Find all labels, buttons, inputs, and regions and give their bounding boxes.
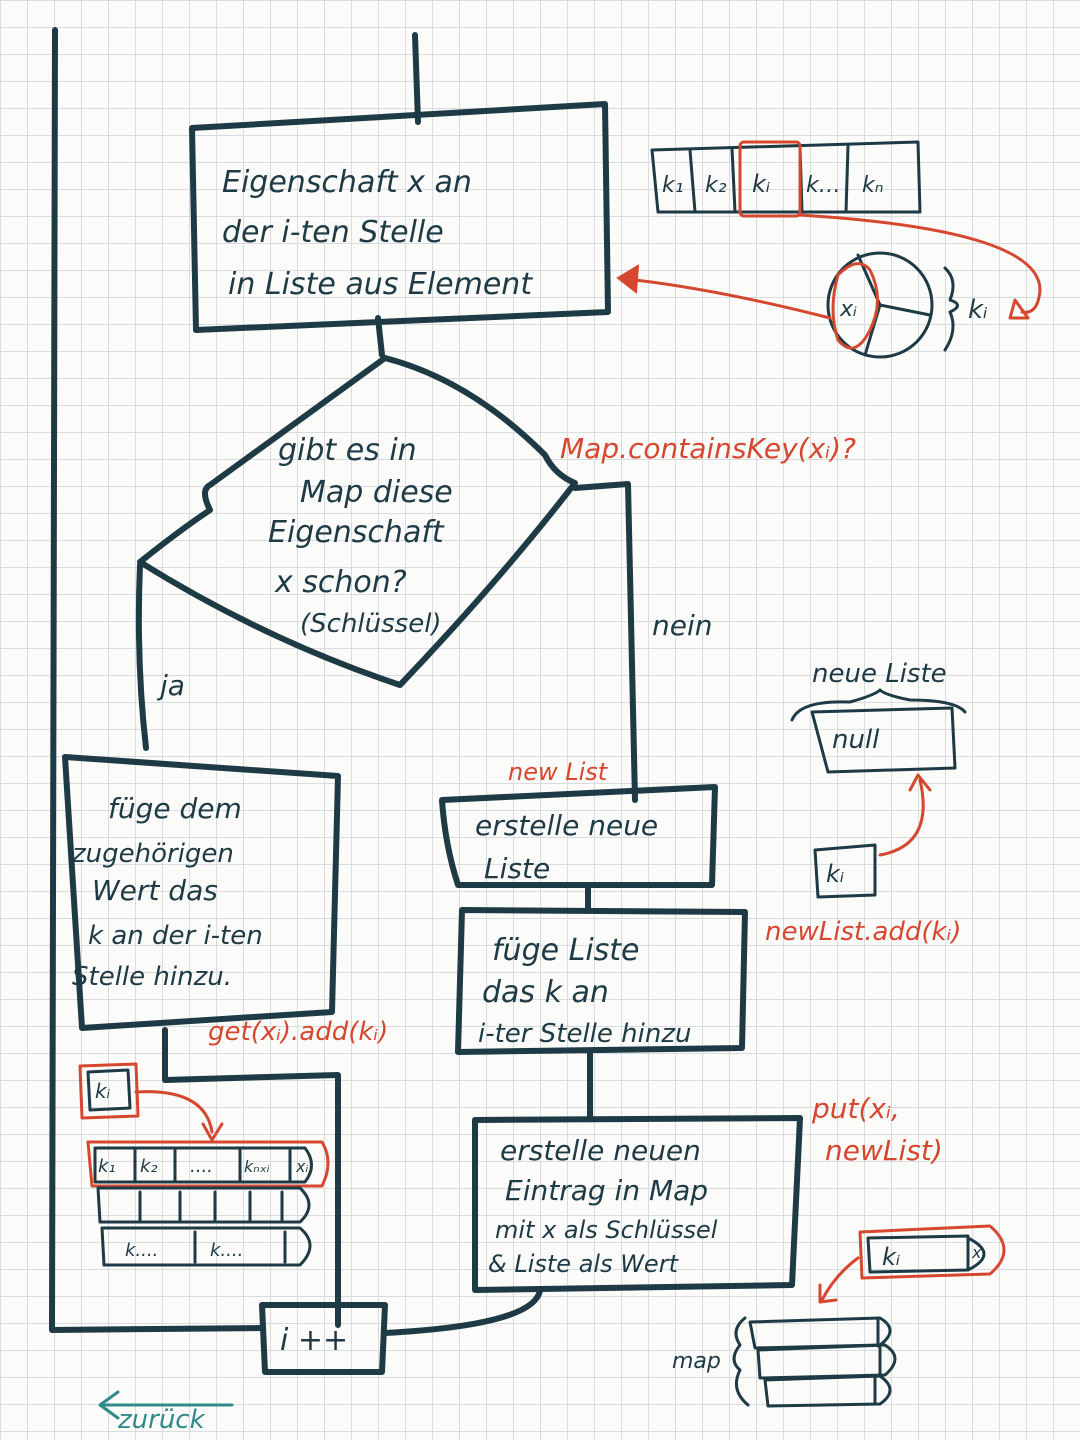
svg-text:füge dem: füge dem (108, 792, 242, 825)
svg-text:erstelle neuen: erstelle neuen (500, 1134, 701, 1167)
brace-label: kᵢ (968, 295, 988, 325)
no-branch-line (572, 481, 638, 803)
put-to-map-arrow (818, 1256, 860, 1304)
map-label: map (672, 1349, 721, 1374)
svg-text:k an der i-ten: k an der i-ten (88, 921, 263, 951)
left-list-row3-cell: k.... (210, 1240, 243, 1261)
key-array-cell: k₂ (705, 173, 727, 198)
object-to-box-arrow (633, 278, 832, 320)
circle-label: xᵢ (839, 297, 857, 322)
back-label: zurück (117, 1405, 206, 1435)
no-label: nein (652, 609, 713, 642)
new-list-brace (790, 688, 967, 722)
svg-text:gibt es in: gibt es in (278, 433, 417, 468)
svg-text:(Schlüssel): (Schlüssel) (300, 609, 442, 639)
new-list-add-annotation: newList.add(kᵢ) (765, 917, 961, 947)
left-list-cell: .... (190, 1156, 213, 1177)
put-tag-label: xᵢ (971, 1243, 984, 1262)
ki-to-list-arrow (134, 1090, 224, 1142)
put-entry-highlight (858, 1224, 1006, 1280)
svg-text:erstelle neue: erstelle neue (475, 809, 658, 842)
ki-box-label: kᵢ (826, 860, 844, 888)
create-entry-box (472, 1115, 803, 1293)
svg-text:in Liste aus Element: in Liste aus Element (228, 267, 533, 302)
put-key-label: kᵢ (882, 1243, 900, 1271)
add-to-list-text: füge Liste das k an i-ter Stelle hinzu (478, 933, 691, 1049)
put-annotation-line2: newList) (825, 1134, 943, 1167)
svg-text:Map diese: Map diese (300, 475, 453, 510)
loop-return-line (49, 27, 265, 1333)
left-list-tag: xᵢ (295, 1157, 308, 1176)
key-array-cell: kᵢ (752, 170, 770, 198)
append-box (62, 754, 341, 1031)
ki-box-left-label: kᵢ (95, 1079, 111, 1103)
increment-box (259, 1302, 388, 1375)
svg-text:das k an: das k an (482, 975, 609, 1010)
svg-text:& Liste als Wert: & Liste als Wert (488, 1250, 680, 1278)
svg-text:füge Liste: füge Liste (492, 933, 640, 968)
null-cell: null (832, 725, 880, 755)
null-list-box (810, 706, 957, 774)
array-to-key-arrow (798, 213, 1042, 314)
left-list-cell: kₙₓᵢ (244, 1157, 270, 1176)
svg-text:der i-ten Stelle: der i-ten Stelle (222, 215, 444, 250)
contains-key-annotation: Map.containsKey(xᵢ)? (560, 432, 856, 465)
svg-text:x schon?: x schon? (274, 565, 407, 600)
svg-text:zugehörigen: zugehörigen (71, 839, 234, 869)
append-box-text: füge dem zugehörigen Wert das k an der i… (71, 792, 263, 992)
object-circle-sketch (826, 251, 959, 359)
increment-label: i ++ (280, 1323, 348, 1358)
ki-to-null-arrow (878, 773, 932, 857)
ki-box (813, 843, 877, 899)
new-list-title: neue Liste (812, 659, 947, 689)
left-list-container (162, 1027, 341, 1328)
merge-line (382, 1287, 543, 1336)
yes-label: ja (156, 669, 185, 702)
svg-text:Eintrag in Map: Eintrag in Map (505, 1174, 708, 1207)
left-list-cell: k₂ (140, 1156, 158, 1177)
key-array-cell: k… (806, 173, 841, 198)
create-entry-text: erstelle neuen Eintrag in Map mit x als … (488, 1134, 718, 1278)
property-box-text: Eigenschaft x an der i-ten Stelle in Lis… (222, 165, 533, 302)
svg-text:Liste: Liste (484, 852, 550, 885)
back-arrow (98, 1390, 234, 1420)
svg-text:Eigenschaft: Eigenschaft (268, 515, 445, 550)
left-list-row3-cell: k.... (125, 1240, 158, 1261)
add-to-list-box (455, 907, 748, 1055)
array-to-key-arrowhead (1008, 298, 1030, 320)
entry-line (412, 32, 421, 125)
svg-text:Stelle hinzu.: Stelle hinzu. (72, 962, 232, 992)
key-array-cell: kₙ (862, 173, 884, 198)
put-annotation-line1: put(xᵢ, (811, 1092, 900, 1125)
ki-box-left-highlight (78, 1062, 140, 1120)
create-list-box (439, 784, 718, 888)
svg-text:mit x als Schlüssel: mit x als Schlüssel (495, 1216, 718, 1244)
left-map-list-sketch (86, 1140, 330, 1267)
connector (375, 315, 385, 358)
create-list-text: erstelle neue Liste (475, 809, 658, 885)
svg-text:Wert das: Wert das (92, 874, 218, 907)
get-add-annotation: get(xᵢ).add(kᵢ) (208, 1017, 388, 1047)
key-array-cell: k₁ (662, 173, 684, 198)
decision-diamond (137, 355, 578, 688)
ki-box-left (86, 1068, 132, 1112)
object-to-box-arrowhead (616, 264, 640, 294)
property-box (189, 101, 611, 333)
key-array-sketch (650, 140, 922, 218)
svg-text:Eigenschaft x an: Eigenschaft x an (222, 165, 472, 200)
yes-branch-line (135, 562, 149, 751)
map-sketch (732, 1316, 897, 1408)
svg-text:i-ter Stelle hinzu: i-ter Stelle hinzu (478, 1019, 691, 1049)
left-list-cell: k₁ (98, 1156, 116, 1177)
put-tag-shape (966, 1236, 986, 1272)
decision-text: gibt es in Map diese Eigenschaft x schon… (268, 433, 453, 639)
new-list-annotation: new List (508, 758, 609, 786)
